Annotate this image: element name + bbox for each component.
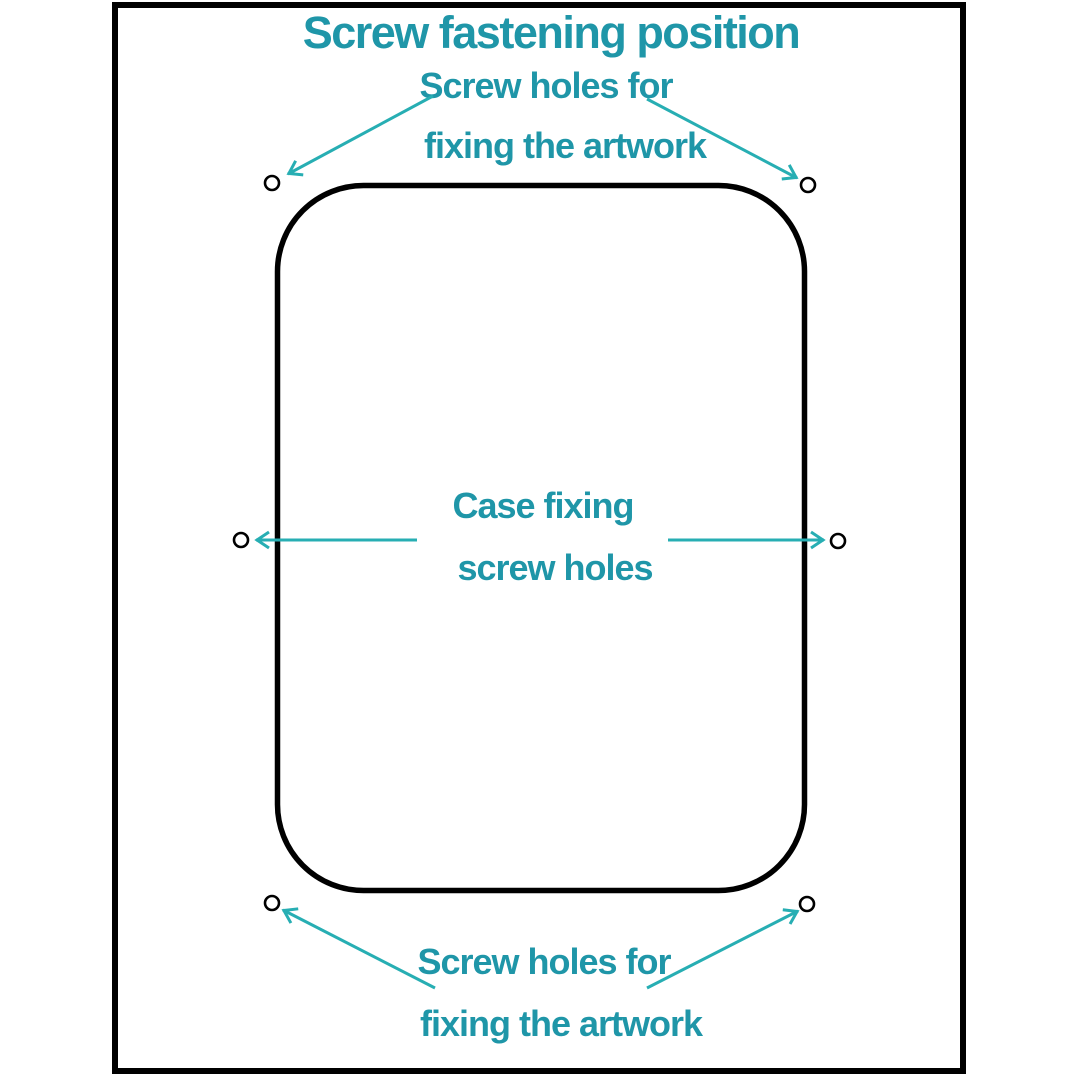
label-case-fixing-line2: screw holes	[457, 547, 653, 588]
label-bottom-screw-holes-line2: fixing the artwork	[419, 1003, 703, 1044]
label-bottom-screw-holes-line1: Screw holes for	[417, 941, 671, 982]
label-case-fixing-line1: Case fixing	[452, 485, 634, 526]
label-top-screw-holes-line2: fixing the artwork	[423, 125, 707, 166]
page-title: Screw fastening position	[302, 7, 801, 58]
label-top-screw-holes-line1: Screw holes for	[419, 65, 673, 106]
